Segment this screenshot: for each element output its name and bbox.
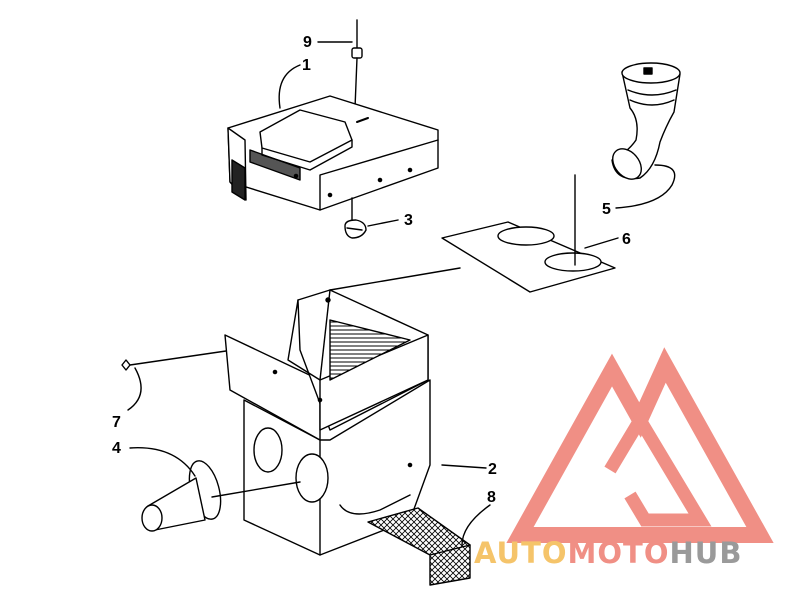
callout-labels: 9 1 3 5 6 7 4 2 8 (112, 34, 631, 506)
svg-text:AUTOMOTOHUB: AUTOMOTOHUB (474, 536, 742, 570)
callout-4: 4 (112, 440, 121, 457)
callout-3: 3 (404, 212, 413, 229)
watermark-text-auto: AUTO (474, 536, 568, 570)
watermark-text-hub: HUB (670, 536, 743, 570)
leader-lines (127, 41, 676, 546)
part-1-cover (227, 95, 439, 211)
part-2-airbox (224, 289, 431, 556)
part-5-intake-elbow (611, 62, 681, 180)
part-9-rod (351, 19, 363, 109)
callout-6: 6 (622, 231, 631, 248)
callout-2: 2 (488, 461, 497, 478)
part-4-inlet-boot (141, 460, 222, 532)
callout-9: 9 (303, 34, 312, 51)
callout-7: 7 (112, 414, 121, 431)
watermark-text-moto: MOTO (568, 536, 670, 570)
watermark-logo: AUTOMOTOHUB (474, 347, 774, 570)
watermark-triangle-icon (506, 347, 774, 543)
callout-8: 8 (487, 489, 496, 506)
part-8-mesh-filter (367, 507, 471, 586)
part-6-plate (441, 221, 616, 293)
callout-1: 1 (302, 57, 311, 74)
part-7-screw (121, 350, 227, 371)
callout-5: 5 (602, 201, 611, 218)
part-3-fitting (344, 197, 367, 239)
